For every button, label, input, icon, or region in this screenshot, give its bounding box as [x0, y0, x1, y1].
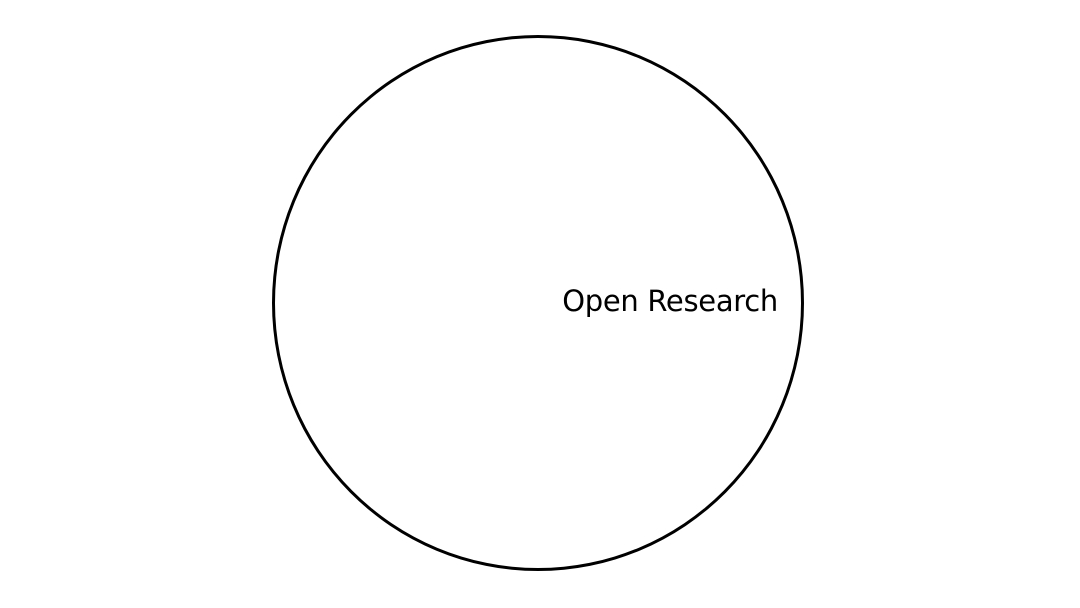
- circle-shape: [272, 35, 804, 571]
- circle-label: Open Research: [562, 284, 778, 318]
